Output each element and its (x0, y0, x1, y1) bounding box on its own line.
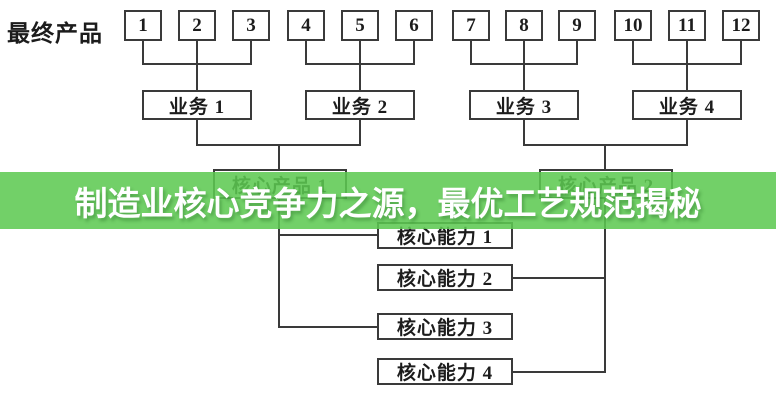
product-box-9: 9 (558, 10, 596, 41)
product-box-12: 12 (722, 10, 760, 41)
connector-line (196, 120, 198, 146)
connector-line (523, 41, 525, 64)
connector-line (604, 199, 606, 373)
connector-line (278, 326, 377, 328)
connector-line (523, 120, 525, 146)
connector-line (632, 41, 634, 64)
diagram-row-label: 最终产品 (7, 21, 103, 46)
product-box-1: 1 (124, 10, 162, 41)
connector-line (196, 41, 198, 64)
connector-line (278, 144, 280, 169)
business-box-4: 业务 4 (632, 90, 742, 120)
headline-banner: 制造业核心竞争力之源，最优工艺规范揭秘 (0, 172, 776, 229)
connector-line (686, 63, 688, 90)
product-box-7: 7 (452, 10, 490, 41)
business-box-1: 业务 1 (142, 90, 252, 120)
connector-line (686, 120, 688, 146)
connector-line (513, 277, 606, 279)
core-competence-box-2: 核心能力 2 (377, 264, 513, 291)
connector-line (359, 41, 361, 64)
connector-line (523, 63, 525, 90)
business-box-2: 业务 2 (305, 90, 415, 120)
product-box-2: 2 (178, 10, 216, 41)
connector-line (686, 41, 688, 64)
core-competence-box-3: 核心能力 3 (377, 313, 513, 340)
connector-line (740, 41, 742, 64)
product-box-8: 8 (505, 10, 543, 41)
product-box-10: 10 (614, 10, 652, 41)
connector-line (470, 41, 472, 64)
headline-text: 制造业核心竞争力之源，最优工艺规范揭秘 (74, 184, 702, 222)
connector-line (359, 63, 361, 90)
connector-line (196, 63, 198, 90)
product-box-4: 4 (287, 10, 325, 41)
connector-line (305, 41, 307, 64)
connector-line (576, 41, 578, 64)
connector-line (278, 199, 280, 328)
connector-line (250, 41, 252, 64)
connector-line (513, 371, 606, 373)
business-box-3: 业务 3 (469, 90, 579, 120)
core-competence-box-4: 核心能力 4 (377, 358, 513, 385)
product-box-5: 5 (341, 10, 379, 41)
product-box-3: 3 (232, 10, 270, 41)
connector-line (413, 41, 415, 64)
connector-line (142, 41, 144, 64)
product-box-6: 6 (395, 10, 433, 41)
connector-line (359, 120, 361, 146)
connector-line (604, 144, 606, 169)
connector-line (278, 234, 377, 236)
product-box-11: 11 (668, 10, 706, 41)
